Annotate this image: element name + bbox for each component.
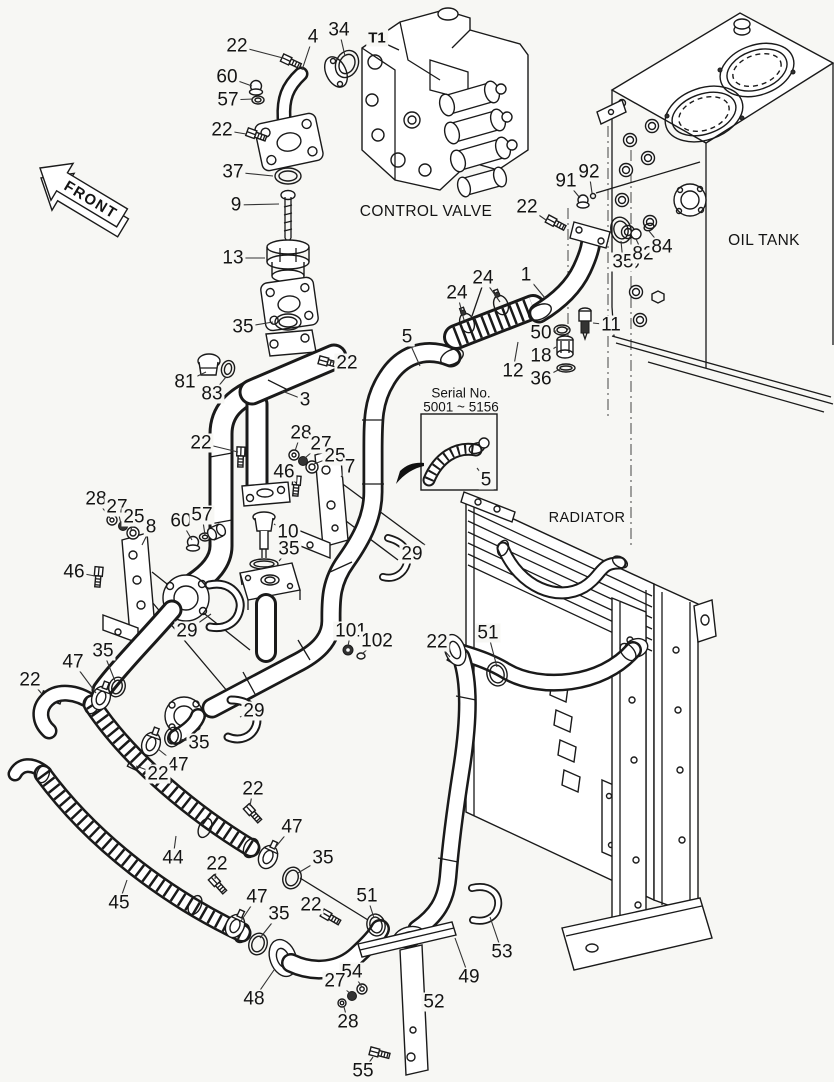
- callout-48: 48: [241, 988, 267, 1010]
- callout-47: 47: [165, 754, 191, 776]
- callout-1: 1: [518, 264, 534, 286]
- callout-55: 55: [350, 1060, 376, 1082]
- callout-10: 10: [275, 521, 301, 543]
- front-arrow: FRONT: [39, 162, 130, 238]
- radiator: [460, 491, 717, 971]
- callout-22: 22: [334, 352, 360, 374]
- callout-57: 57: [189, 504, 215, 526]
- callout-29: 29: [241, 700, 267, 722]
- callout-22: 22: [224, 35, 250, 57]
- callout-9: 9: [228, 194, 244, 216]
- callout-34: 34: [326, 19, 352, 41]
- callout-27: 27: [322, 970, 348, 992]
- callout-18: 18: [528, 345, 554, 367]
- callout-25: 25: [121, 506, 147, 528]
- callout-28: 28: [288, 422, 314, 444]
- callout-102: 102: [359, 630, 395, 652]
- callout-22: 22: [209, 119, 235, 141]
- callout-44: 44: [160, 847, 186, 869]
- callout-22: 22: [204, 853, 230, 875]
- callout-35: 35: [310, 847, 336, 869]
- callout-52: 52: [421, 991, 447, 1013]
- callout-47: 47: [60, 651, 86, 673]
- oil-tank: [596, 12, 834, 413]
- callout-84: 84: [649, 236, 675, 258]
- control-valve-label: CONTROL VALVE: [357, 203, 495, 221]
- callout-35: 35: [90, 640, 116, 662]
- callout-83: 83: [199, 383, 225, 405]
- valve-spools: [438, 80, 518, 198]
- callout-50: 50: [528, 322, 554, 344]
- callout-35: 35: [230, 316, 256, 338]
- serial-range-label: 5001 ~ 5156: [423, 399, 499, 415]
- callout-45: 45: [106, 892, 132, 914]
- strainer-plug-assembly: [239, 511, 301, 652]
- callout-35: 35: [276, 538, 302, 560]
- callout-4: 4: [305, 26, 321, 48]
- callout-13: 13: [220, 247, 246, 269]
- callout-7: 7: [342, 456, 358, 478]
- callout-92: 92: [576, 161, 602, 183]
- serial-inset: [396, 413, 498, 491]
- callout-3: 3: [297, 389, 313, 411]
- callout-22: 22: [514, 196, 540, 218]
- callout-37: 37: [220, 161, 246, 183]
- suction-elbow-assembly: [254, 49, 360, 332]
- radiator-label: RADIATOR: [546, 510, 628, 526]
- callout-36: 36: [528, 368, 554, 390]
- callout-60: 60: [168, 510, 194, 532]
- callout-8: 8: [143, 516, 159, 538]
- callout-57: 57: [215, 89, 241, 111]
- callout-11: 11: [599, 314, 623, 336]
- callout-22: 22: [188, 432, 214, 454]
- callout-22: 22: [17, 669, 43, 691]
- callout-91: 91: [553, 170, 579, 192]
- callout-29: 29: [174, 620, 200, 642]
- callout-22: 22: [145, 763, 171, 785]
- callout-47: 47: [244, 886, 270, 908]
- callout-35: 35: [610, 251, 636, 273]
- control-valve: [361, 7, 529, 198]
- callout-29: 29: [399, 543, 425, 565]
- callout-22: 22: [298, 894, 324, 916]
- callout-24: 24: [470, 267, 496, 289]
- callout-47: 47: [279, 816, 305, 838]
- callout-5: 5: [478, 469, 494, 491]
- callout-22: 22: [424, 631, 450, 653]
- callout-24: 24: [444, 282, 470, 304]
- small-fittings: [185, 79, 366, 660]
- callout-51: 51: [475, 622, 501, 644]
- callout-49: 49: [456, 966, 482, 988]
- callout-46: 46: [271, 461, 297, 483]
- callout-28: 28: [83, 488, 109, 510]
- pointer-arrow: [396, 462, 424, 484]
- callout-12: 12: [500, 360, 526, 382]
- callout-60: 60: [214, 66, 240, 88]
- oil-tank-label: OIL TANK: [726, 232, 802, 250]
- serial-no-label: Serial No.: [431, 385, 491, 401]
- callout-25: 25: [322, 445, 348, 467]
- callout-35: 35: [266, 903, 292, 925]
- callout-46: 46: [61, 561, 87, 583]
- callout-35: 35: [186, 732, 212, 754]
- callout-82: 82: [630, 243, 656, 265]
- callout-53: 53: [489, 941, 515, 963]
- callout-28: 28: [335, 1011, 361, 1033]
- callout-22: 22: [240, 778, 266, 800]
- port-label-t1: T1: [366, 29, 388, 47]
- callout-81: 81: [172, 371, 198, 393]
- callout-51: 51: [354, 885, 380, 907]
- radiator-piping: [268, 633, 639, 1076]
- callout-5: 5: [399, 326, 415, 348]
